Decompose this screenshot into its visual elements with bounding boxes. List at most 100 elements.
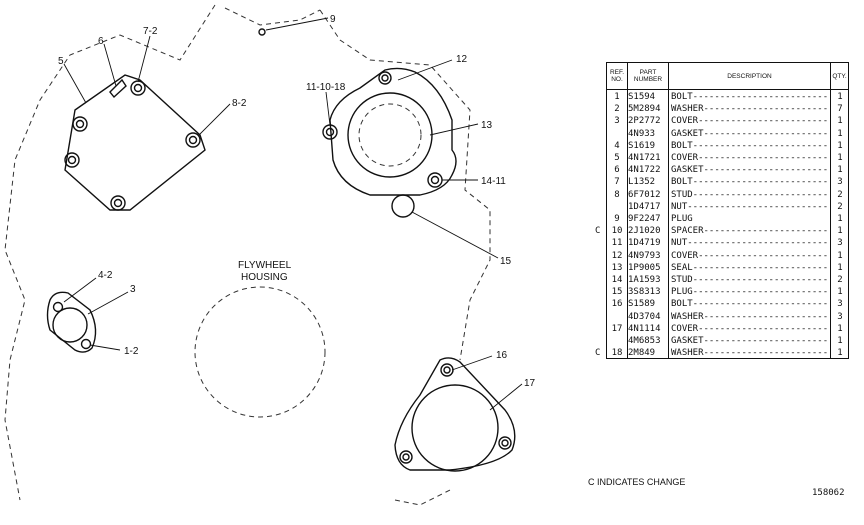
callout-12: 12	[456, 54, 468, 65]
callout-1-2: 1-2	[124, 346, 139, 357]
cell-desc: WASHER---------------------------	[671, 311, 829, 322]
cover-17-bolts	[399, 363, 512, 464]
leader-lines	[63, 17, 523, 411]
cell-part: 9F2247	[628, 214, 661, 224]
header-ref: REF. NO.	[607, 63, 628, 89]
cell-part: S1594	[628, 92, 656, 102]
table-row: 4N933 GASKET-----------------------------…	[607, 128, 848, 140]
cell-desc: WASHER---------------------------	[671, 348, 829, 359]
cell-qty: 2	[837, 201, 843, 212]
cover-3-bolt-a	[52, 301, 64, 313]
cell-qty: 2	[837, 275, 843, 285]
col-divider	[627, 89, 628, 358]
cover-3	[46, 291, 97, 353]
cell-part: 4N1721	[628, 153, 661, 163]
table-row: 141A1593STUD----------------------------…	[607, 274, 848, 286]
callout-8-2: 8-2	[232, 98, 247, 109]
cell-part: 3S8313	[628, 287, 661, 298]
cell-desc: GASKET-----------------------------	[671, 165, 829, 176]
housing-label-line2: HOUSING	[241, 272, 288, 283]
flywheel-opening	[194, 286, 326, 418]
callout-5: 5	[58, 56, 64, 67]
cover-5-bolts	[64, 80, 201, 211]
cell-part: 4N1722	[628, 165, 661, 176]
housing-outline	[4, 4, 491, 506]
cell-ref: 8	[614, 189, 620, 200]
cell-qty: 7	[837, 104, 843, 115]
cell-ref: 14	[611, 275, 623, 285]
cell-qty: 1	[837, 226, 843, 237]
cell-ref: 9	[614, 214, 620, 224]
cell-desc: COVER-----------------------------	[671, 323, 829, 334]
cell-part: 2M849	[628, 348, 656, 359]
cell-part: 2J1020	[628, 226, 661, 237]
table-row: 5 4N1721 COVER----------------------------…	[607, 152, 848, 164]
cell-ref: 17	[611, 323, 623, 334]
cell-ref: 12	[611, 250, 623, 261]
cell-qty: 1	[837, 250, 843, 261]
cell-desc: BOLT-------------------------------	[671, 92, 829, 102]
cell-qty: 3	[837, 177, 843, 188]
cell-qty: 1	[837, 336, 843, 346]
housing-inner-edge	[224, 7, 321, 26]
callout-6: 6	[98, 36, 104, 47]
cell-ref: 11	[611, 238, 623, 249]
cell-part: L1352	[628, 177, 656, 188]
table-row: 111D4719NUT-----------------------------…	[607, 237, 848, 249]
callout-9: 9	[330, 14, 336, 25]
cover-5	[64, 74, 206, 211]
callout-16: 16	[496, 350, 508, 361]
cell-desc: COVER-----------------------------	[671, 153, 829, 163]
cell-part: 4N933	[628, 128, 656, 139]
callout-15: 15	[500, 256, 512, 267]
cell-part: S1619	[628, 140, 656, 151]
table-row: 25M2894WASHER---------------------------…	[607, 103, 848, 115]
table-row: 4S1619BOLT------------------------------…	[607, 140, 848, 152]
table-row: 1 S1594 BOLT------------------------------…	[607, 91, 848, 103]
cell-part: 1P9005	[628, 262, 661, 273]
cell-qty: 1	[837, 140, 843, 151]
cell-desc: WASHER---------------------------	[671, 104, 829, 115]
col-divider	[668, 89, 669, 358]
cell-ref: 6	[614, 165, 620, 176]
table-row: C102J1020SPACER-------------------------…	[595, 225, 848, 237]
cell-ref: 3	[614, 116, 620, 127]
col-divider	[830, 89, 831, 358]
cell-qty: 1	[837, 128, 843, 139]
cell-part: 4D3704	[628, 311, 661, 322]
cell-part: 2P2772	[628, 116, 661, 127]
cell-desc: PLUG-------------------------------	[671, 287, 829, 298]
cell-part: 4N1114	[628, 323, 661, 334]
cell-change: C	[595, 226, 601, 237]
callout-11-10-18: 11-10-18	[306, 82, 346, 93]
cell-ref: 5	[614, 153, 620, 163]
figure-number: 158062	[812, 488, 845, 498]
cover-3-opening	[52, 307, 88, 343]
cell-part: 1A1593	[628, 275, 661, 285]
table-row: 17 4N1114 COVER---------------------------…	[607, 323, 848, 335]
cell-ref: 16	[611, 299, 623, 310]
cell-qty: 3	[837, 299, 843, 310]
cell-desc: GASKET-----------------------------	[671, 128, 829, 139]
header-qty: QTY.	[832, 72, 847, 80]
cell-ref: 4	[614, 140, 620, 151]
table-row: 32P2772COVER----------------------------…	[607, 115, 848, 127]
cell-part: 5M2894	[628, 104, 661, 115]
cell-ref: 7	[614, 177, 620, 188]
table-row: 86F7012STUD-----------------------------…	[607, 189, 848, 201]
cell-qty: 1	[837, 116, 843, 127]
cell-desc: NUT---------------------------------	[671, 201, 829, 212]
table-row: 1D4717NUT-------------------------------…	[607, 201, 848, 213]
cell-qty: 2	[837, 189, 843, 200]
cell-desc: SEAL-------------------------------	[671, 262, 829, 273]
table-row: 6 4N1722 GASKET---------------------------…	[607, 164, 848, 176]
cell-desc: COVER-----------------------------	[671, 250, 829, 261]
cell-part: 1D4719	[628, 238, 661, 249]
table-row: C182M849WASHER--------------------------…	[595, 347, 848, 359]
cell-ref: 1	[614, 92, 620, 102]
callout-4-2: 4-2	[98, 270, 113, 281]
callout-17: 17	[524, 378, 536, 389]
